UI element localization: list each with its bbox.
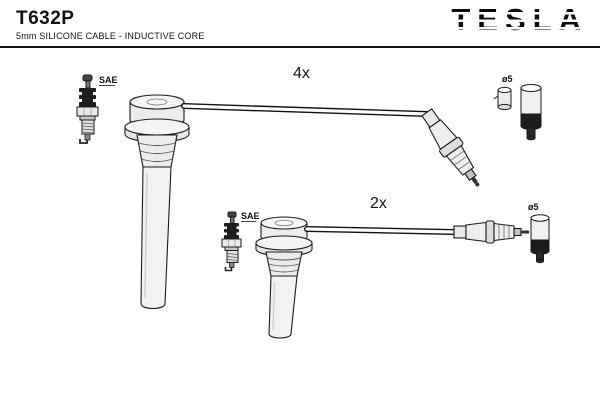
distributor-boot-bottom [453,220,530,244]
plug-ribs [79,88,96,107]
terminal-connector-top [493,84,542,141]
ignition-cable-diagram: SAE 4x [76,65,550,339]
diameter-label-top: ø5 [502,74,513,84]
terminal-connector-bottom [530,214,550,264]
brand-logo-text: TESLA [451,2,588,37]
diameter-label-bottom: ø5 [528,202,539,212]
spark-plug-top [76,74,99,144]
plug-ribs [224,223,239,239]
sae-label-top: SAE [99,75,118,85]
coil-boot-top [124,94,190,310]
cable-bottom [304,226,457,235]
distributor-boot-top [421,108,480,187]
coil-boot-bottom [255,216,313,339]
quantity-label-bottom: 2x [370,195,387,212]
quantity-label-top: 4x [293,65,310,82]
cable-top [181,103,430,117]
header-divider [0,46,600,48]
spark-plug-bottom [221,211,242,272]
brand-logo: TESLA [451,4,588,36]
part-number: T632P [16,8,75,29]
subtitle: 5mm SILICONE CABLE - INDUCTIVE CORE [16,31,205,41]
sae-label-bottom: SAE [241,211,260,221]
